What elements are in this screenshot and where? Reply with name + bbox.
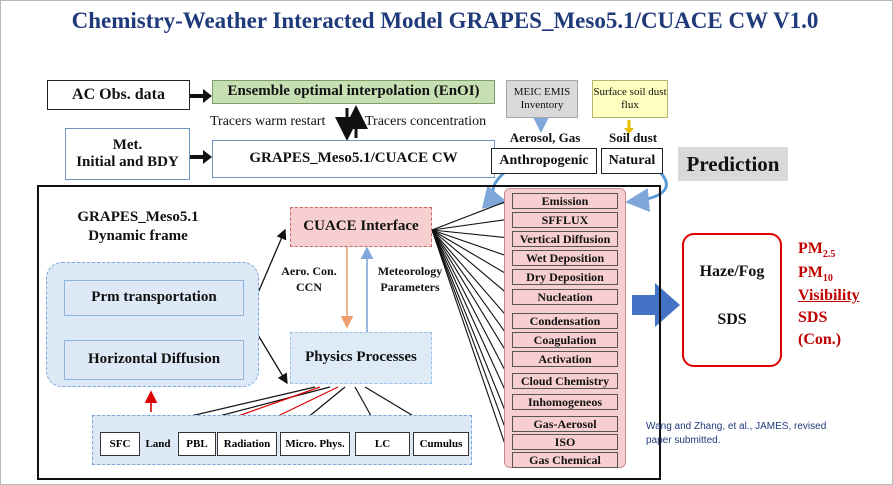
ac-obs-data-box: AC Obs. data <box>47 80 190 110</box>
process-item: Emission <box>512 193 618 209</box>
output-box: Haze/Fog SDS <box>682 233 782 367</box>
process-item: SFFLUX <box>512 212 618 228</box>
meic-emis-box: MEIC EMIS Inventory <box>506 80 578 118</box>
met-initial-bdy-box: Met.Initial and BDY <box>65 128 190 180</box>
citation: Wang and Zhang, et al., JAMES, revised p… <box>646 421 827 446</box>
tracers-warm-label: Tracers warm restart <box>210 114 326 129</box>
con-label: (Con.) <box>798 330 842 348</box>
aero-con-label: Aero. Con. CCN <box>281 264 337 294</box>
param-land: Land <box>145 438 171 450</box>
process-item: Gas Chemical <box>512 452 618 468</box>
met-params-label: Meteorology Parameters <box>377 264 443 294</box>
process-item: Condensation <box>512 313 618 329</box>
param-cumulus: Cumulus <box>413 432 469 456</box>
pm10-label: PM10 <box>798 263 833 284</box>
process-item: Cloud Chemistry <box>512 373 618 389</box>
page-title: Chemistry-Weather Interacted Model GRAPE… <box>71 8 819 33</box>
obs-to-enoi-arrow <box>190 89 212 103</box>
horizontal-diffusion-box: Horizontal Diffusion <box>64 340 244 380</box>
aerosol-gas-label: Aerosol, Gas <box>509 130 581 145</box>
soil-dust-label: Soil dust <box>608 130 658 145</box>
process-item: Coagulation <box>512 332 618 348</box>
sds-label: SDS <box>717 311 747 328</box>
process-item: Dry Deposition <box>512 269 618 285</box>
process-item: Vertical Diffusion <box>512 231 618 247</box>
process-item: Wet Deposition <box>512 250 618 266</box>
dynamic-frame-title: GRAPES_Meso5.1 Dynamic frame <box>77 209 199 244</box>
process-item: Gas-Aerosol <box>512 416 618 432</box>
cuace-interface-box: CUACE Interface <box>290 207 432 247</box>
natural-box: Natural <box>601 148 663 174</box>
prediction-label: Prediction <box>678 147 788 181</box>
model-frame <box>37 185 661 480</box>
output-variables: PM2.5 PM10 Visibility SDS (Con.) <box>798 238 860 350</box>
haze-fog-label: Haze/Fog <box>699 263 765 280</box>
param-pbl: PBL <box>178 432 216 456</box>
process-item: ISO <box>512 434 618 450</box>
visibility-label: Visibility <box>798 287 860 305</box>
param-radiation: Radiation <box>217 432 277 456</box>
grapes-cuace-box: GRAPES_Meso5.1/CUACE CW <box>212 140 495 178</box>
anthropogenic-box: Anthropogenic <box>491 148 597 174</box>
process-item: Nucleation <box>512 289 618 305</box>
physics-processes-box: Physics Processes <box>290 332 432 384</box>
process-list-panel: Emission SFFLUX Vertical Diffusion Wet D… <box>504 188 626 468</box>
param-sfc: SFC <box>100 432 140 456</box>
process-item: Activation <box>512 351 618 367</box>
met-to-grapes-arrow <box>190 150 212 164</box>
prm-transportation-box: Prm transportation <box>64 280 244 316</box>
enoi-box: Ensemble optimal interpolation (EnOI) <box>212 80 495 104</box>
sds-output-label: SDS <box>798 308 828 326</box>
surface-dust-box: Surface soil dust flux <box>592 80 668 118</box>
pm25-label: PM2.5 <box>798 240 836 261</box>
param-lc: LC <box>355 432 410 456</box>
process-item: Inhomogeneos <box>512 394 618 410</box>
tracers-conc-label: Tracers concentration <box>365 114 487 129</box>
param-micro-phys: Micro. Phys. <box>280 432 350 456</box>
output-arrow <box>632 283 680 327</box>
